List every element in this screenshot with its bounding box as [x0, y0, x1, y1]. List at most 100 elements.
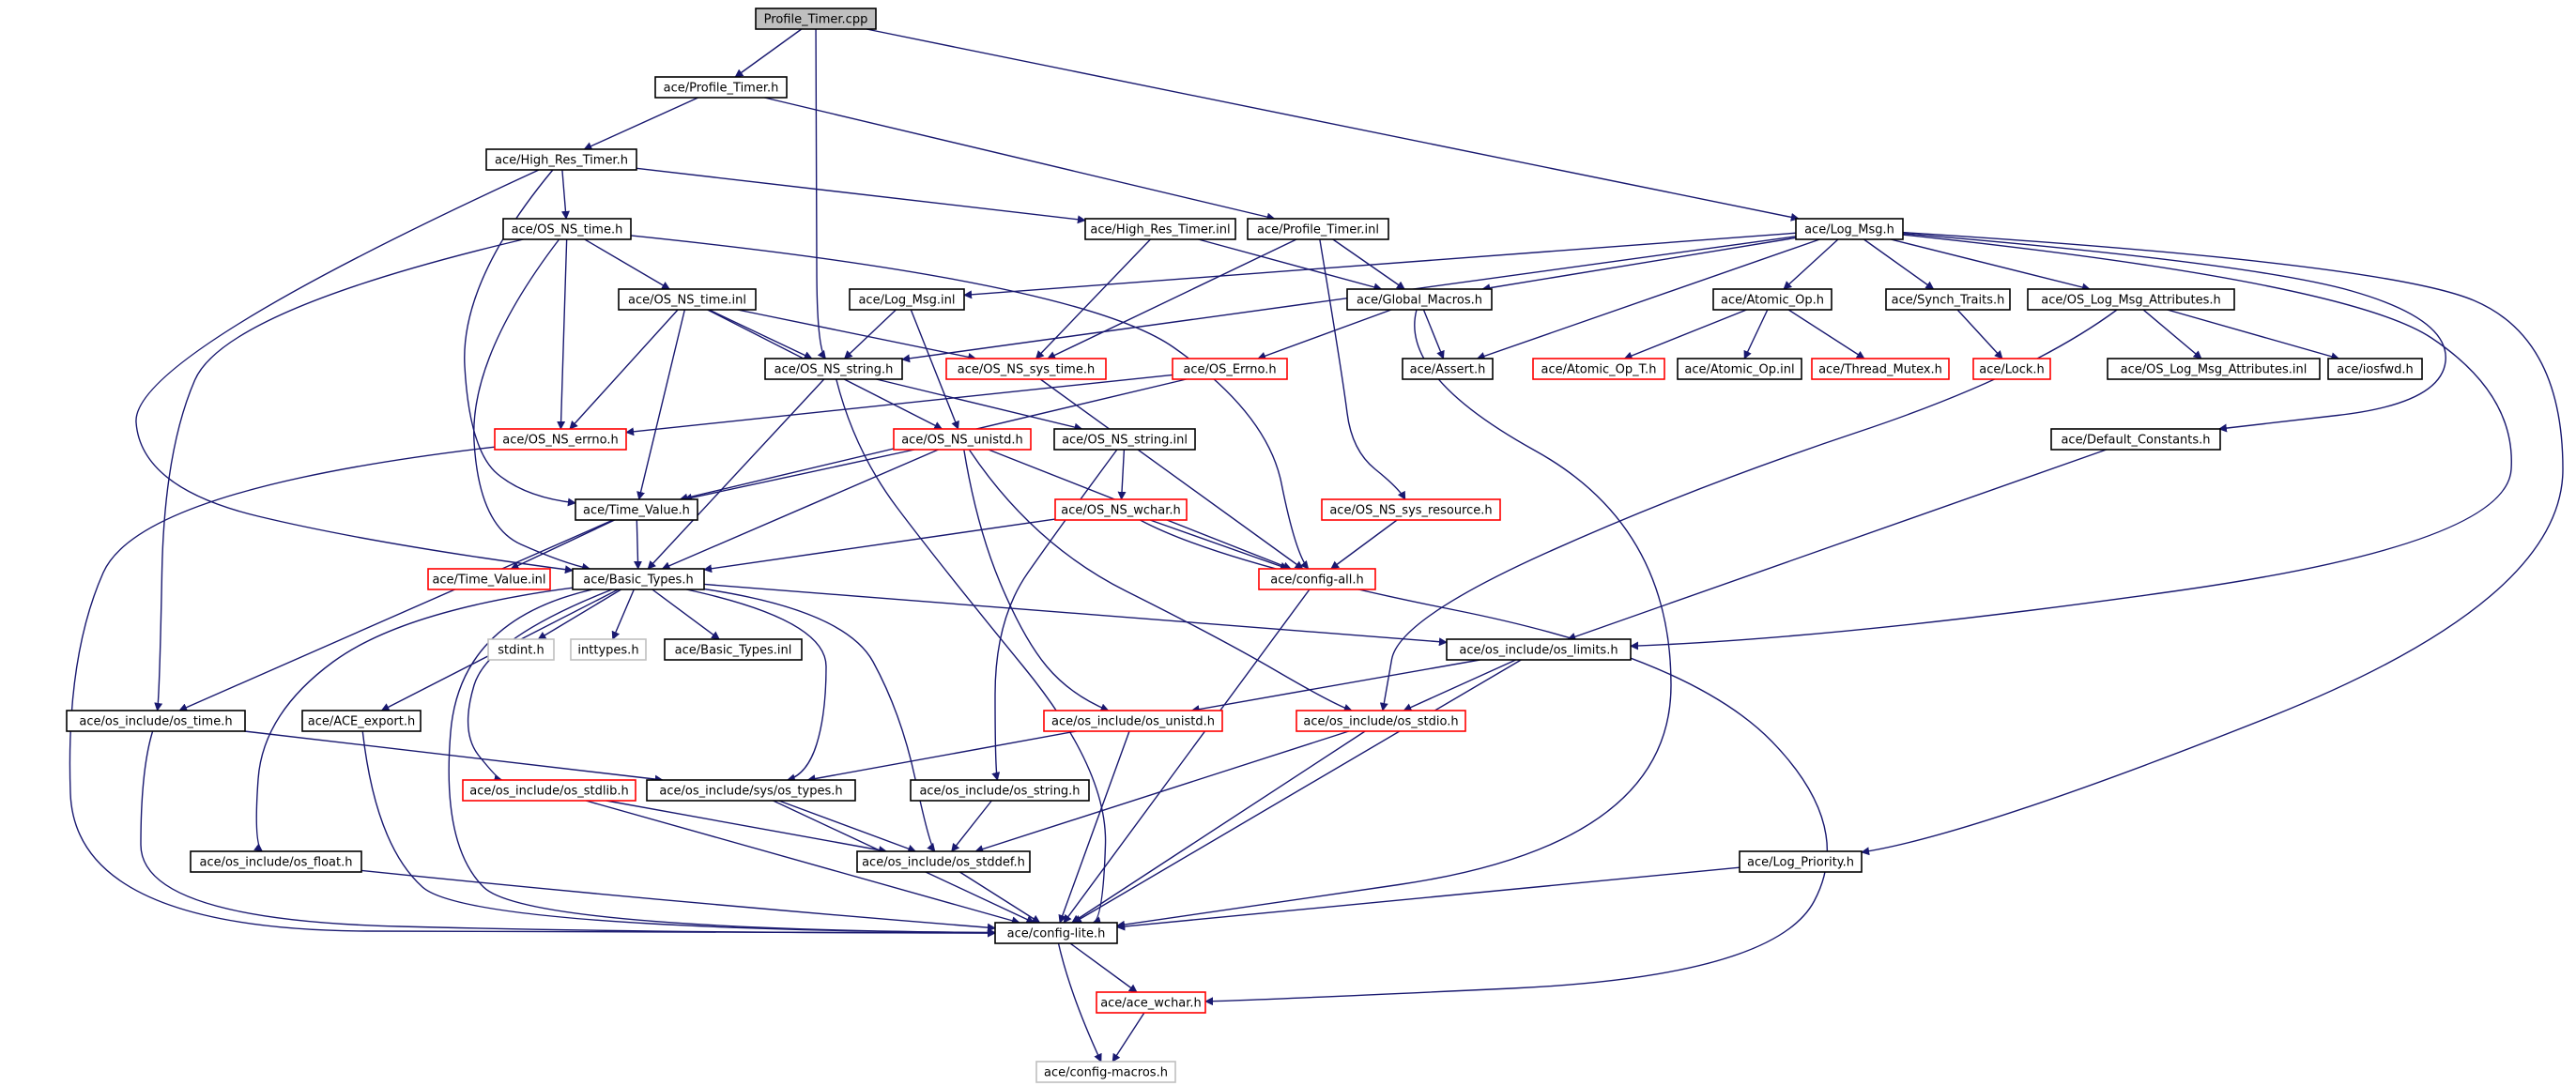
node-os-string-h[interactable]: ace/os_include/os_string.h: [910, 779, 1090, 802]
edge-basic-types-h-to-inttypes-h: [611, 589, 635, 640]
node-os-stddef-h[interactable]: ace/os_include/os_stddef.h: [856, 850, 1031, 873]
node-label: ace/Basic_Types.h: [583, 574, 693, 588]
node-profile-timer-h[interactable]: ace/Profile_Timer.h: [654, 76, 788, 99]
node-os-log-msg-attributes-h[interactable]: ace/OS_Log_Msg_Attributes.h: [2027, 288, 2235, 311]
edge-atomic-op-h-to-atomic-op-t-h: [1623, 309, 1747, 360]
edge-os-stddef-h-to-config-lite-h: [958, 871, 1041, 924]
node-config-lite-h[interactable]: ace/config-lite.h: [994, 922, 1118, 944]
node-os-ns-time-inl[interactable]: ace/OS_NS_time.inl: [618, 288, 757, 311]
edge-os-log-msg-attributes-h-to-os-log-msg-attributes-inl: [2142, 309, 2202, 359]
node-label: ace/OS_NS_sys_resource.h: [1329, 504, 1492, 518]
node-default-constants-h[interactable]: ace/Default_Constants.h: [2050, 428, 2221, 451]
edge-os-stdio-h-to-os-stddef-h: [974, 730, 1350, 853]
node-os-ns-sys-time-h[interactable]: ace/OS_NS_sys_time.h: [945, 358, 1107, 380]
node-time-value-inl[interactable]: ace/Time_Value.inl: [427, 568, 551, 590]
node-os-ns-string-h[interactable]: ace/OS_NS_string.h: [764, 358, 903, 380]
edge-os-errno-h-to-os-ns-errno-h: [625, 374, 1173, 436]
edge-default-constants-h-to-os-limits-h: [1567, 449, 2108, 641]
node-box: [945, 358, 1107, 380]
node-box: [1084, 218, 1236, 240]
edge-os-log-msg-attributes-h-to-os-stdio-h: [1379, 309, 2118, 711]
node-box: [1677, 358, 1802, 380]
node-ace-export-h[interactable]: ace/ACE_export.h: [301, 710, 422, 732]
node-profile-timer-inl[interactable]: ace/Profile_Timer.inl: [1247, 218, 1389, 240]
node-label: ace/Atomic_Op.inl: [1684, 363, 1794, 377]
edge-os-ns-string-inl-to-os-ns-wchar-h: [1117, 449, 1127, 500]
node-os-float-h[interactable]: ace/os_include/os_float.h: [190, 850, 362, 873]
edge-os-ns-unistd-h-to-time-value-h: [683, 449, 915, 502]
edge-basic-types-h-to-basic-types-inl: [652, 589, 720, 640]
edge-os-ns-time-inl-to-os-ns-string-h: [708, 309, 813, 359]
edge-os-ns-time-inl-to-os-ns-sys-time-h: [737, 309, 977, 361]
node-config-macros-h[interactable]: ace/config-macros.h: [1035, 1061, 1176, 1083]
node-os-ns-time-h[interactable]: ace/OS_NS_time.h: [502, 218, 632, 240]
node-high-res-timer-inl[interactable]: ace/High_Res_Timer.inl: [1084, 218, 1236, 240]
edge-atomic-op-h-to-atomic-op-inl: [1743, 309, 1769, 359]
node-label: ace/OS_NS_string.inl: [1062, 434, 1188, 448]
node-os-ns-wchar-h[interactable]: ace/OS_NS_wchar.h: [1054, 498, 1188, 521]
node-label: inttypes.h: [577, 644, 638, 658]
node-box: [764, 358, 903, 380]
edge-high-res-timer-h-to-os-ns-time-h: [560, 169, 570, 220]
node-os-ns-sys-resource-h[interactable]: ace/OS_NS_sys_resource.h: [1321, 498, 1501, 521]
node-box: [1532, 358, 1665, 380]
node-time-value-h[interactable]: ace/Time_Value.h: [575, 498, 698, 521]
node-label: ace/os_include/sys/os_types.h: [659, 785, 842, 799]
edge-os-ns-time-h-to-os-ns-errno-h: [557, 238, 568, 430]
node-sys-os-types-h[interactable]: ace/os_include/sys/os_types.h: [646, 779, 856, 802]
node-os-ns-errno-h[interactable]: ace/OS_NS_errno.h: [494, 428, 627, 451]
node-box: [1795, 218, 1904, 240]
edge-os-ns-time-h-to-basic-types-h: [473, 238, 591, 572]
node-atomic-op-inl[interactable]: ace/Atomic_Op.inl: [1677, 358, 1802, 380]
node-atomic-op-t-h[interactable]: ace/Atomic_Op_T.h: [1532, 358, 1665, 380]
dependency-edges: [69, 28, 2564, 1063]
node-os-limits-h[interactable]: ace/os_include/os_limits.h: [1446, 638, 1632, 661]
edge-os-ns-time-h-to-os-ns-time-inl: [584, 238, 671, 290]
node-stdint-h[interactable]: stdint.h: [487, 638, 555, 661]
node-label: stdint.h: [498, 644, 544, 658]
node-os-unistd-h[interactable]: ace/os_include/os_unistd.h: [1043, 710, 1223, 732]
edge-config-all-h-to-config-lite-h: [1063, 589, 1311, 924]
edge-config-lite-h-to-config-macros-h: [1057, 942, 1102, 1063]
node-synch-traits-h[interactable]: ace/Synch_Traits.h: [1885, 288, 2011, 311]
node-os-ns-string-inl[interactable]: ace/OS_NS_string.inl: [1053, 428, 1196, 451]
node-log-msg-inl[interactable]: ace/Log_Msg.inl: [849, 288, 965, 311]
node-iosfwd-h[interactable]: ace/iosfwd.h: [2327, 358, 2423, 380]
node-global-macros-h[interactable]: ace/Global_Macros.h: [1346, 288, 1493, 311]
edge-os-ns-wchar-h-to-basic-types-h: [703, 518, 1056, 574]
edge-os-ns-wchar-h-to-config-all-h: [1149, 519, 1289, 571]
node-basic-types-inl[interactable]: ace/Basic_Types.inl: [664, 638, 803, 661]
node-label: ace/Synch_Traits.h: [1892, 294, 2005, 308]
edge-os-ns-string-h-to-os-ns-string-inl: [876, 378, 1083, 432]
node-log-msg-h[interactable]: ace/Log_Msg.h: [1795, 218, 1904, 240]
edge-os-limits-h-to-os-stdio-h: [1403, 659, 1516, 711]
edge-basic-types-h-to-stdint-h: [537, 589, 622, 640]
node-lock-h[interactable]: ace/Lock.h: [1972, 358, 2051, 380]
node-basic-types-h[interactable]: ace/Basic_Types.h: [572, 568, 705, 590]
edge-global-macros-h-to-assert-h: [1422, 309, 1445, 359]
file-nodes: Profile_Timer.cpp ace/Profile_Timer.h ace/…: [66, 8, 2423, 1083]
node-os-stdlib-h[interactable]: ace/os_include/os_stdlib.h: [462, 779, 636, 802]
node-box: [487, 638, 555, 661]
node-high-res-timer-h[interactable]: ace/High_Res_Timer.h: [485, 148, 637, 171]
node-label: ace/Time_Value.inl: [432, 574, 545, 588]
node-os-errno-h[interactable]: ace/OS_Errno.h: [1172, 358, 1288, 380]
node-os-ns-unistd-h[interactable]: ace/OS_NS_unistd.h: [893, 428, 1032, 451]
node-os-stdio-h[interactable]: ace/os_include/os_stdio.h: [1296, 710, 1466, 732]
node-box: [2107, 358, 2321, 380]
edge-basic-types-h-to-os-stdlib-h: [467, 589, 613, 783]
node-log-priority-h[interactable]: ace/Log_Priority.h: [1739, 850, 1863, 873]
node-inttypes-h[interactable]: inttypes.h: [570, 638, 647, 661]
node-assert-h[interactable]: ace/Assert.h: [1402, 358, 1494, 380]
edge-os-stdlib-h-to-config-lite-h: [585, 800, 1020, 925]
node-ace-wchar-h[interactable]: ace/ace_wchar.h: [1096, 991, 1206, 1014]
node-os-time-h[interactable]: ace/os_include/os_time.h: [66, 710, 246, 732]
node-atomic-op-h[interactable]: ace/Atomic_Op.h: [1712, 288, 1832, 311]
node-thread-mutex-h[interactable]: ace/Thread_Mutex.h: [1811, 358, 1950, 380]
edge-log-msg-h-to-log-msg-inl: [963, 232, 1797, 299]
node-box: [2327, 358, 2423, 380]
node-os-log-msg-attributes-inl[interactable]: ace/OS_Log_Msg_Attributes.inl: [2107, 358, 2321, 380]
node-config-all-h[interactable]: ace/config-all.h: [1258, 568, 1376, 590]
node-profile-timer-cpp[interactable]: Profile_Timer.cpp: [755, 8, 877, 30]
edge-os-string-h-to-os-stddef-h: [951, 800, 992, 852]
